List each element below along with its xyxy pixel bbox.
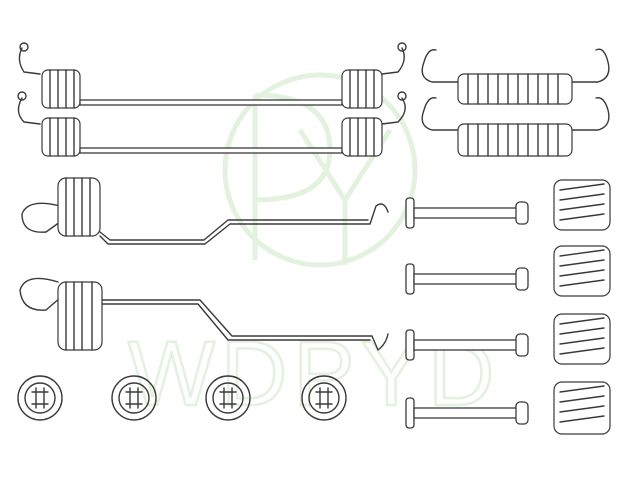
hold-down-pin-4	[405, 397, 529, 429]
retainer-cup-3	[205, 375, 251, 421]
watermark: WDPYD	[127, 72, 496, 426]
adjuster-spring-1	[21, 177, 389, 245]
hold-down-spring-4	[553, 381, 611, 435]
hold-down-spring-3	[553, 313, 611, 365]
retainer-cup-4	[301, 375, 347, 421]
long-return-spring-1	[18, 42, 407, 109]
short-return-spring-1	[421, 48, 610, 105]
hold-down-spring-1	[553, 179, 611, 231]
hold-down-pin-2	[405, 263, 529, 295]
short-return-spring-2	[421, 97, 610, 157]
retainer-cup-1	[17, 375, 63, 421]
retainer-cup-2	[111, 375, 157, 421]
hold-down-spring-2	[553, 245, 611, 297]
hold-down-pin-1	[405, 197, 529, 229]
hold-down-pin-3	[405, 329, 529, 361]
long-return-spring-2	[17, 91, 407, 157]
adjuster-spring-2	[19, 277, 389, 351]
